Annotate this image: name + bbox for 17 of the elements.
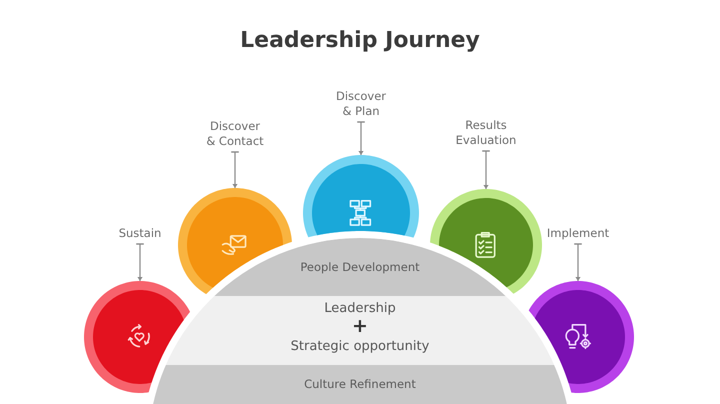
leader-line	[136, 243, 144, 281]
title: Leadership Journey	[240, 27, 480, 55]
band-text: People Development	[300, 260, 420, 274]
leader-line	[482, 150, 490, 189]
dome-text: Strategic opportunity	[290, 339, 430, 355]
leader-line	[574, 243, 582, 281]
plus-sign: +	[352, 317, 368, 336]
step-label: Sustain	[118, 226, 162, 244]
step-label: Implement	[546, 226, 610, 244]
dome-band	[153, 365, 567, 404]
step-label: Discover & Contact	[204, 119, 266, 152]
step-label: Results Evaluation	[452, 118, 520, 151]
leader-line	[356, 121, 366, 155]
step-label: Discover & Plan	[330, 89, 392, 122]
leader-line	[230, 151, 240, 188]
dome-text: Leadership	[324, 301, 396, 317]
band-text: Culture Refinement	[304, 377, 416, 392]
